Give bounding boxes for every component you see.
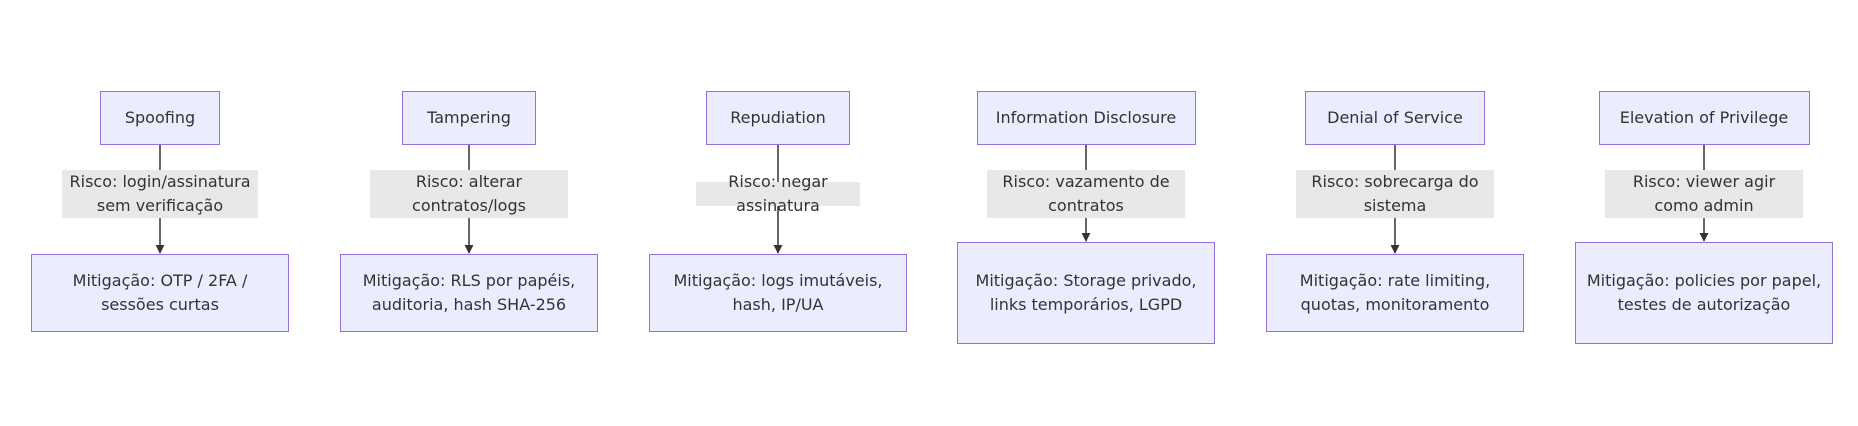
threat-node-information-disclosure: Information Disclosure <box>976 91 1196 145</box>
risk-label-elevation-of-privilege: Risco: viewer agir como admin <box>1605 170 1803 218</box>
mitigation-node-information-disclosure: Mitigação: Storage privado, links tempor… <box>957 242 1215 344</box>
threat-node-spoofing: Spoofing <box>100 91 220 145</box>
risk-label-spoofing: Risco: login/assinatura sem verificação <box>62 170 258 218</box>
mitigation-node-elevation-of-privilege: Mitigação: policies por papel, testes de… <box>1575 242 1833 344</box>
risk-label-tampering: Risco: alterar contratos/logs <box>370 170 568 218</box>
mitigation-node-repudiation: Mitigação: logs imutáveis, hash, IP/UA <box>649 254 907 332</box>
threat-node-tampering: Tampering <box>402 91 536 145</box>
mitigation-node-denial-of-service: Mitigação: rate limiting, quotas, monito… <box>1266 254 1524 332</box>
mitigation-node-spoofing: Mitigação: OTP / 2FA / sessões curtas <box>31 254 289 332</box>
threat-node-repudiation: Repudiation <box>706 91 850 145</box>
risk-label-information-disclosure: Risco: vazamento de contratos <box>987 170 1185 218</box>
risk-label-repudiation: Risco: negar assinatura <box>696 172 860 215</box>
threat-node-elevation-of-privilege: Elevation of Privilege <box>1598 91 1810 145</box>
risk-label-denial-of-service: Risco: sobrecarga do sistema <box>1296 170 1494 218</box>
threat-node-denial-of-service: Denial of Service <box>1305 91 1485 145</box>
mitigation-node-tampering: Mitigação: RLS por papéis, auditoria, ha… <box>340 254 598 332</box>
